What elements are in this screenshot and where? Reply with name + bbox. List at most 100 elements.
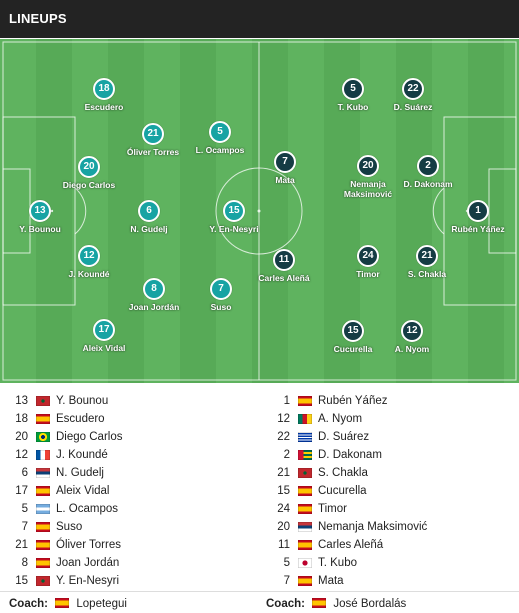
player-name[interactable]: L. Ocampos (56, 503, 118, 515)
lineup-row[interactable]: 12 A. Nyom (262, 410, 512, 428)
shirt-number: 6 (21, 467, 28, 479)
player-name-label: L. Ocampos (195, 145, 245, 155)
player-name-label: Diego Carlos (62, 180, 116, 190)
shirt-number-badge: 12 (78, 245, 100, 267)
away-player-marker[interactable]: 21 S. Chakla (382, 245, 472, 279)
player-name[interactable]: Suso (56, 521, 83, 533)
shirt-number: 1 (283, 395, 290, 407)
player-name[interactable]: S. Chakla (318, 467, 368, 479)
lineup-row[interactable]: 20 Diego Carlos (0, 428, 250, 446)
shirt-number: 2 (283, 449, 290, 461)
player-name-label: Rubén Yáñez (451, 224, 505, 234)
player-name[interactable]: Cucurella (318, 485, 367, 497)
player-name[interactable]: N. Gudelj (56, 467, 104, 479)
shirt-number: 21 (277, 467, 290, 479)
home-coach-name[interactable]: Lopetegui (76, 598, 127, 610)
spain-flag-icon (36, 540, 50, 550)
player-name[interactable]: Aleix Vidal (56, 485, 110, 497)
away-coach: Coach: José Bordalás (266, 596, 406, 613)
player-name[interactable]: Diego Carlos (56, 431, 123, 443)
shirt-number: 13 (15, 395, 28, 407)
player-name[interactable]: J. Koundé (56, 449, 108, 461)
player-name[interactable]: Mata (318, 575, 344, 587)
player-name[interactable]: Nemanja Maksimović (318, 521, 428, 533)
shirt-number: 20 (15, 431, 28, 443)
lineup-row[interactable]: 13 Y. Bounou (0, 392, 250, 410)
shirt-number: 12 (277, 413, 290, 425)
shirt-number-badge: 20 (357, 155, 379, 177)
lineup-row[interactable]: 18 Escudero (0, 410, 250, 428)
player-name[interactable]: Timor (318, 503, 347, 515)
france-flag-icon (36, 450, 50, 460)
lineup-row[interactable]: 7 Suso (0, 518, 250, 536)
lineup-row[interactable]: 17 Aleix Vidal (0, 482, 250, 500)
togo-flag-icon (298, 450, 312, 460)
shirt-number: 17 (15, 485, 28, 497)
serbia-flag-icon (36, 468, 50, 478)
serbia-flag-icon (298, 522, 312, 532)
player-name[interactable]: Joan Jordán (56, 557, 120, 569)
player-name[interactable]: D. Suárez (318, 431, 370, 443)
away-coach-name[interactable]: José Bordalás (333, 598, 407, 610)
player-name[interactable]: Rubén Yáñez (318, 395, 388, 407)
shirt-number-badge: 13 (29, 200, 51, 222)
lineup-row[interactable]: 21 S. Chakla (262, 464, 512, 482)
shirt-number-badge: 5 (342, 78, 364, 100)
lineup-row[interactable]: 6 N. Gudelj (0, 464, 250, 482)
player-name[interactable]: T. Kubo (318, 557, 357, 569)
player-name-label: Joan Jordán (128, 302, 180, 312)
shirt-number: 7 (21, 521, 28, 533)
player-name[interactable]: Escudero (56, 413, 105, 425)
player-name-label: S. Chakla (407, 269, 447, 279)
player-name[interactable]: Y. En-Nesyri (56, 575, 120, 587)
spain-flag-icon (36, 522, 50, 532)
player-name[interactable]: Óliver Torres (56, 539, 121, 551)
lineup-row[interactable]: 2 D. Dakonam (262, 446, 512, 464)
player-name-label: Nemanja Maksimović (343, 179, 393, 199)
player-name-label: Mata (275, 175, 295, 185)
lineup-row[interactable]: 1 Rubén Yáñez (262, 392, 512, 410)
shirt-number: 18 (15, 413, 28, 425)
player-name[interactable]: D. Dakonam (318, 449, 382, 461)
player-name-label: Óliver Torres (126, 147, 180, 157)
player-name[interactable]: Carles Aleñá (318, 539, 384, 551)
coach-label: Coach: (9, 598, 48, 610)
player-name-label: A. Nyom (394, 344, 430, 354)
shirt-number-badge: 21 (416, 245, 438, 267)
player-name[interactable]: A. Nyom (318, 413, 363, 425)
player-name[interactable]: Y. Bounou (56, 395, 109, 407)
